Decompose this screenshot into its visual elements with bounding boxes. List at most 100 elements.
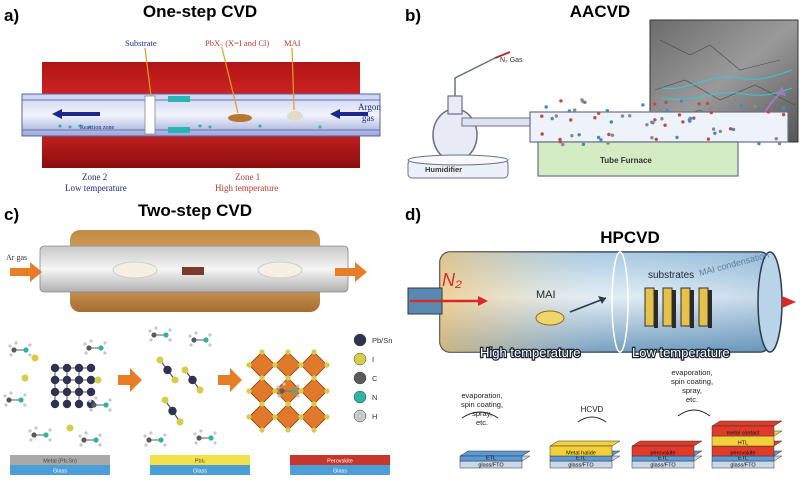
reactor-tube xyxy=(529,111,789,143)
droplet xyxy=(581,142,586,147)
metal-atom xyxy=(50,375,60,385)
film-layer xyxy=(290,455,390,465)
droplet xyxy=(605,109,609,113)
device-layer xyxy=(459,455,523,462)
hydrogen-atom xyxy=(154,326,158,330)
device-layer-label: glass/FTO xyxy=(650,463,676,469)
droplet xyxy=(561,142,565,147)
hydrogen-atom xyxy=(98,443,102,447)
substrate-slabs xyxy=(644,287,712,328)
droplet xyxy=(675,135,679,140)
glass-label: Glass xyxy=(53,469,67,475)
carbon-atom xyxy=(279,388,285,394)
droplet xyxy=(620,114,625,118)
film-label: Perovskite xyxy=(327,459,353,465)
process-step-3-text: evaporation,spin coating,spray,etc. xyxy=(671,368,713,404)
droplet xyxy=(606,141,610,145)
tube-furnace-label: Tube Furnace xyxy=(600,156,652,165)
droplet xyxy=(610,133,615,137)
droplet xyxy=(706,137,711,141)
droplet xyxy=(665,108,669,113)
substrate-label: Substrate xyxy=(125,38,157,48)
hydrogen-atom xyxy=(163,433,167,437)
device-layer-label: ETL xyxy=(486,456,496,462)
zone1-label: Zone 1 xyxy=(235,172,260,182)
hydrogen-atom xyxy=(29,438,33,442)
carbon-atom xyxy=(86,345,92,351)
hydrogen-atom xyxy=(48,428,52,432)
droplet xyxy=(645,123,649,127)
zone2-temp-label: Low temperature xyxy=(65,183,127,193)
ar-gas-label: Ar gas xyxy=(6,253,27,262)
legend-label: C xyxy=(372,374,378,383)
metal-atom xyxy=(50,387,60,397)
pbi2-structure xyxy=(143,326,217,447)
film-label: Metal (Pb,Sn) xyxy=(43,459,77,465)
hydrogen-atom xyxy=(89,408,93,412)
device-layer-label: ETL xyxy=(658,456,668,462)
hydrogen-atom xyxy=(208,333,212,337)
device-layer xyxy=(711,425,775,437)
droplet xyxy=(713,131,717,135)
device-layer-label: HTL xyxy=(738,441,748,447)
device-layer-label: Metal halide xyxy=(566,451,596,457)
process-step-1-text: evaporation,spin coating,spray,etc. xyxy=(461,391,503,427)
legend-swatch xyxy=(353,409,367,423)
legend-label: H xyxy=(372,412,377,421)
hydrogen-atom xyxy=(89,339,93,343)
hydrogen-atom xyxy=(149,431,153,435)
metal-atom xyxy=(74,387,84,397)
step-1-arrow xyxy=(461,411,499,419)
outlet-arrow xyxy=(782,296,796,308)
aerosol-droplets xyxy=(540,98,786,147)
nitrogen-atom xyxy=(158,437,164,443)
octahedron xyxy=(300,351,328,379)
carbon-atom xyxy=(31,432,37,438)
hydrogen-atom xyxy=(148,329,152,333)
hydrogen-atom xyxy=(28,353,32,357)
metal-atom xyxy=(62,363,72,373)
device-layer-label: glass/FTO xyxy=(478,463,504,469)
droplet xyxy=(580,98,584,102)
mai-label: MAI xyxy=(284,38,301,48)
droplet xyxy=(663,123,667,127)
zone2-label: Zone 2 xyxy=(82,172,107,182)
droplet xyxy=(653,118,657,122)
hydrogen-atom xyxy=(108,408,112,412)
droplet xyxy=(677,113,682,117)
hydrogen-atom xyxy=(8,344,12,348)
reaction-zone-marker xyxy=(168,96,190,102)
panel-c-letter: c) xyxy=(4,205,20,224)
hpcvd-diagram: N₂ MAI substrates MAI condensation High … xyxy=(407,250,796,469)
iodine-atom xyxy=(66,424,74,432)
legend-swatch xyxy=(353,352,367,366)
droplet xyxy=(658,108,662,113)
mai-source xyxy=(287,111,303,121)
droplet xyxy=(570,134,574,138)
glass-label: Glass xyxy=(333,469,347,475)
hydrogen-atom xyxy=(9,353,13,357)
octahedron xyxy=(274,351,302,379)
glass-layer xyxy=(290,465,390,475)
hcvd-label: HCVD xyxy=(581,405,604,414)
hydrogen-atom xyxy=(103,351,107,355)
hydrogen-atom xyxy=(108,398,112,402)
aacvd-diagram: N₂ Gas Humidifier Tube Furnace xyxy=(407,19,799,179)
carbon-atom xyxy=(91,402,97,408)
substrate-stacks: Metal (Pb,Sn)GlassPbI₂GlassPerovskiteGla… xyxy=(10,455,390,475)
one-step-cvd-diagram: Substrate PbX₂ (X=I and Cl) MAI Argon ga… xyxy=(21,38,381,193)
hydrogen-atom xyxy=(208,343,212,347)
droplet xyxy=(753,104,757,109)
metal-atom xyxy=(62,375,72,385)
hydrogen-atom xyxy=(189,343,193,347)
droplet xyxy=(782,106,786,111)
glass-label: Glass xyxy=(193,469,207,475)
hydrogen-atom xyxy=(163,443,167,447)
mai-label: MAI xyxy=(536,289,556,301)
droplet xyxy=(599,138,603,142)
precursor-right xyxy=(257,261,303,279)
device-layer-label: glass/FTO xyxy=(568,463,594,469)
nitrogen-atom xyxy=(203,337,209,343)
hydrogen-atom xyxy=(188,334,192,338)
